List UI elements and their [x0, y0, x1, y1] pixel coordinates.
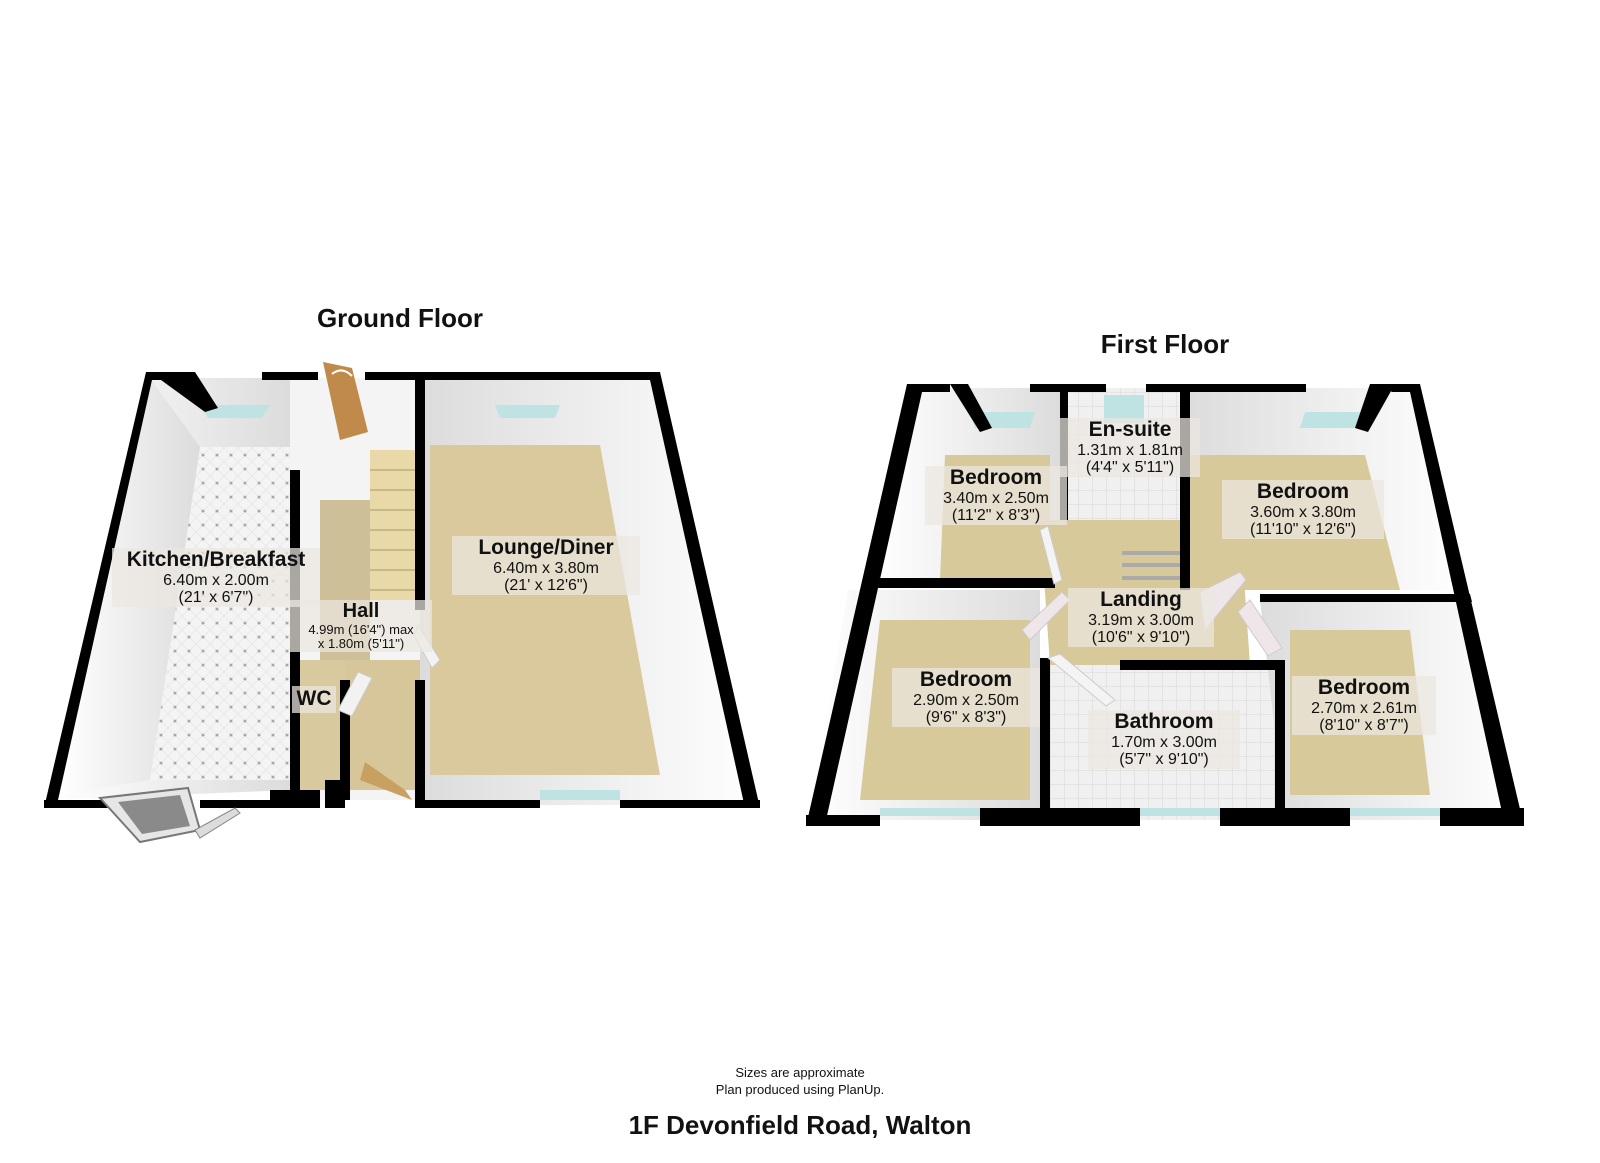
- room-name: Lounge/Diner: [478, 536, 614, 559]
- room-imperial: (11'2" x 8'3"): [951, 506, 1041, 524]
- room-metric: 2.70m x 2.61m: [1311, 699, 1417, 717]
- room-label-wc: WC: [292, 686, 336, 713]
- room-name: Bedroom: [919, 668, 1013, 691]
- room-imperial: (5'7" x 9'10"): [1119, 750, 1209, 768]
- room-imperial: (4'4" x 5'11"): [1085, 458, 1175, 476]
- room-metric: 1.70m x 3.00m: [1111, 733, 1217, 751]
- room-name: Bedroom: [1256, 480, 1350, 503]
- room-metric: 4.99m (16'4") max: [308, 621, 414, 637]
- room-imperial: (21' x 6'7"): [178, 588, 254, 606]
- room-metric: 6.40m x 2.00m: [163, 571, 269, 589]
- room-metric: 3.19m x 3.00m: [1088, 611, 1194, 629]
- room-name: Bedroom: [1317, 676, 1411, 699]
- room-imperial: (11'10" x 12'6"): [1249, 520, 1357, 538]
- room-label-bedroom-3: Bedroom 2.90m x 2.50m (9'6" x 8'3"): [892, 668, 1040, 728]
- room-imperial: (9'6" x 8'3"): [925, 708, 1007, 726]
- room-imperial: (8'10" x 8'7"): [1319, 716, 1409, 734]
- room-name: Landing: [1100, 588, 1182, 611]
- room-name: WC: [296, 687, 332, 710]
- room-label-hall: Hall 4.99m (16'4") max x 1.80m (5'11"): [290, 600, 432, 652]
- room-label-en-suite: En-suite 1.31m x 1.81m (4'4" x 5'11"): [1060, 418, 1200, 478]
- room-label-bathroom: Bathroom 1.70m x 3.00m (5'7" x 9'10"): [1088, 710, 1240, 770]
- room-name: Hall: [342, 600, 380, 622]
- room-label-lounge: Lounge/Diner 6.40m x 3.80m (21' x 12'6"): [452, 536, 640, 596]
- room-label-bedroom-4: Bedroom 2.70m x 2.61m (8'10" x 8'7"): [1292, 676, 1436, 736]
- room-imperial: (21' x 12'6"): [504, 576, 588, 594]
- sizes-note: Sizes are approximate: [735, 1065, 865, 1080]
- room-metric: 1.31m x 1.81m: [1077, 441, 1183, 459]
- plan-credit: Plan produced using PlanUp.: [715, 1082, 885, 1097]
- room-name: Bedroom: [949, 466, 1043, 489]
- room-metric: 6.40m x 3.80m: [493, 559, 599, 577]
- room-name: En-suite: [1088, 418, 1172, 441]
- room-label-landing: Landing 3.19m x 3.00m (10'6" x 9'10"): [1068, 588, 1214, 648]
- room-metric: 3.40m x 2.50m: [943, 489, 1049, 507]
- room-label-bedroom-1: Bedroom 3.40m x 2.50m (11'2" x 8'3"): [925, 466, 1067, 526]
- room-label-kitchen: Kitchen/Breakfast 6.40m x 2.00m (21' x 6…: [112, 548, 320, 608]
- property-address: 1F Devonfield Road, Walton: [628, 1110, 972, 1140]
- footer: Sizes are approximate Plan produced usin…: [0, 1064, 1600, 1141]
- room-label-bedroom-2: Bedroom 3.60m x 3.80m (11'10" x 12'6"): [1222, 480, 1384, 540]
- room-imperial: (10'6" x 9'10"): [1091, 628, 1191, 646]
- room-imperial: x 1.80m (5'11"): [317, 635, 405, 651]
- room-name: Bathroom: [1114, 710, 1214, 733]
- room-metric: 3.60m x 3.80m: [1250, 503, 1356, 521]
- ground-floor-title: Ground Floor: [316, 303, 484, 333]
- room-metric: 2.90m x 2.50m: [913, 691, 1019, 709]
- room-name: Kitchen/Breakfast: [126, 548, 306, 571]
- first-floor-title: First Floor: [1100, 329, 1230, 359]
- front-door-icon: [323, 362, 368, 440]
